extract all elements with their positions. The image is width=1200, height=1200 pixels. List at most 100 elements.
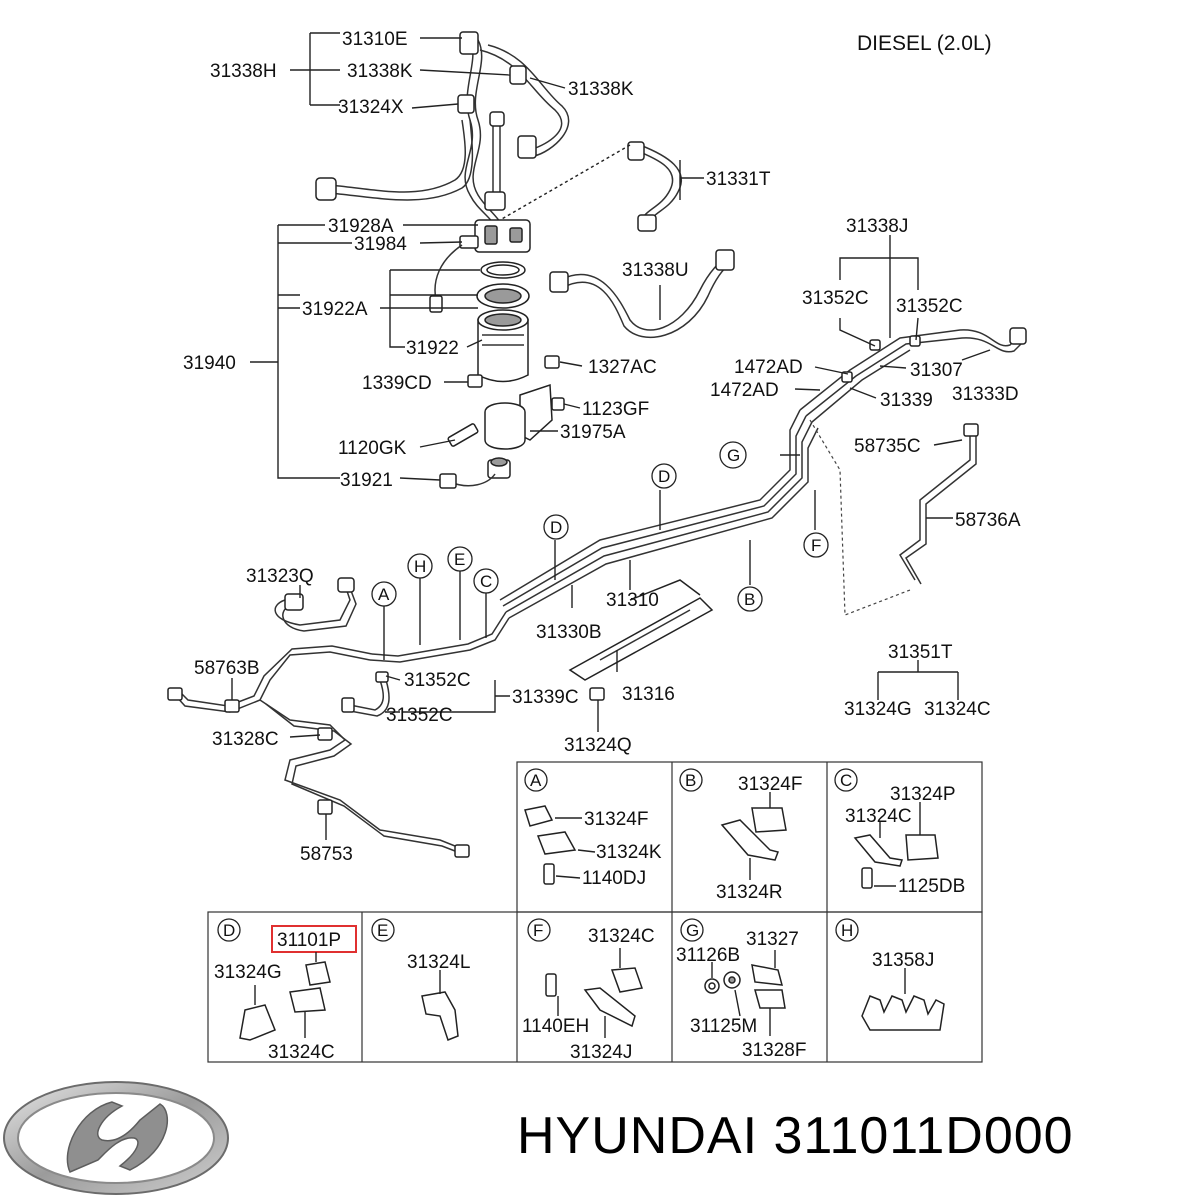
- label-31352C-upper: 31352C: [404, 670, 471, 691]
- detail-e-letter: E: [377, 921, 388, 940]
- detail-a-31324F: 31324F: [584, 809, 648, 830]
- detail-a-letter: A: [530, 771, 542, 790]
- label-1123GF: 1123GF: [582, 399, 649, 420]
- label-31328C: 31328C: [212, 729, 279, 750]
- label-31331T: 31331T: [706, 169, 771, 190]
- front-fuel-lines: [167, 577, 714, 858]
- callout-h: H: [414, 557, 426, 576]
- label-31921: 31921: [340, 470, 393, 491]
- detail-box-h: H 31358J: [835, 918, 945, 1031]
- label-31338K-right: 31338K: [568, 79, 634, 100]
- label-31339C: 31339C: [512, 687, 579, 708]
- label-1120GK: 1120GK: [338, 438, 407, 459]
- rear-fuel-lines: [499, 327, 1027, 619]
- callout-d-left: D: [550, 518, 562, 537]
- detail-b-31324F: 31324F: [738, 774, 802, 795]
- label-31324C: 31324C: [924, 699, 991, 720]
- detail-c-letter: C: [840, 771, 852, 790]
- callout-a: A: [378, 585, 390, 604]
- detail-b-letter: B: [685, 771, 696, 790]
- label-31307: 31307: [910, 360, 963, 381]
- detail-d-31101P: 31101P: [277, 930, 341, 951]
- label-31338H: 31338H: [210, 61, 277, 82]
- label-31975A: 31975A: [560, 422, 626, 443]
- label-31922: 31922: [406, 338, 459, 359]
- detail-g-31327: 31327: [746, 929, 799, 950]
- highlight-31101P: [271, 925, 357, 953]
- callout-circles: A H E C D D G F B: [371, 441, 829, 612]
- detail-d-31324G: 31324G: [214, 962, 282, 983]
- callout-f: F: [811, 536, 821, 555]
- label-31928A: 31928A: [328, 216, 394, 237]
- detail-a-1140DJ: 1140DJ: [582, 868, 646, 889]
- detail-box-f: F 31324C 1140EH 31324J: [522, 918, 655, 1063]
- detail-h-letter: H: [841, 921, 853, 940]
- label-31324X: 31324X: [338, 97, 404, 118]
- detail-g-31125M: 31125M: [690, 1016, 757, 1037]
- leader-lines: [231, 32, 991, 840]
- detail-f-1140EH: 1140EH: [522, 1016, 589, 1037]
- label-31984: 31984: [354, 234, 407, 255]
- detail-e-31324L: 31324L: [407, 952, 470, 973]
- label-1472AD-bottom: 1472AD: [710, 380, 779, 401]
- part-labels: 31310E 31338H 31338K 31324X 31338K 31331…: [183, 29, 1021, 865]
- label-31330B: 31330B: [536, 622, 602, 643]
- detail-c-31324C: 31324C: [845, 806, 912, 827]
- label-31316: 31316: [622, 684, 675, 705]
- label-58736A: 58736A: [955, 510, 1021, 531]
- label-31310: 31310: [606, 590, 659, 611]
- label-31324Q: 31324Q: [564, 735, 632, 756]
- label-1339CD: 1339CD: [362, 373, 432, 394]
- detail-f-letter: F: [533, 921, 543, 940]
- detail-grid: [207, 761, 983, 1063]
- label-31940: 31940: [183, 353, 236, 374]
- detail-box-d: D 31101P 31324G 31324C: [214, 918, 357, 1063]
- label-58763B: 58763B: [194, 658, 260, 679]
- label-31922A: 31922A: [302, 299, 368, 320]
- label-1472AD-top: 1472AD: [734, 357, 803, 378]
- callout-c: C: [480, 572, 492, 591]
- detail-g-31328F: 31328F: [742, 1040, 806, 1061]
- callout-e: E: [454, 550, 465, 569]
- hose-31331T: [627, 141, 683, 232]
- label-31310E: 31310E: [342, 29, 408, 50]
- label-31324G: 31324G: [844, 699, 912, 720]
- label-31338J: 31338J: [846, 216, 908, 237]
- label-31352C-right: 31352C: [896, 296, 963, 317]
- detail-a-31324K: 31324K: [596, 842, 662, 863]
- label-31338U: 31338U: [622, 260, 689, 281]
- detail-d-letter: D: [223, 921, 235, 940]
- detail-g-letter: G: [686, 921, 699, 940]
- hose-31338U: [549, 249, 735, 339]
- detail-g-31126B: 31126B: [676, 945, 740, 966]
- detail-d-31324C: 31324C: [268, 1042, 335, 1063]
- label-31323Q: 31323Q: [246, 566, 314, 587]
- detail-f-31324J: 31324J: [570, 1042, 632, 1063]
- detail-box-e: E 31324L: [371, 918, 470, 1041]
- callout-b: B: [744, 590, 755, 609]
- brand-part-number: HYUNDAI 311011D000: [517, 1107, 1074, 1165]
- detail-c-31324P: 31324P: [890, 784, 956, 805]
- detail-box-g: G 31126B 31327 31125M 31328F: [676, 918, 806, 1061]
- upper-fuel-hoses: [315, 31, 570, 241]
- callout-d-right: D: [658, 467, 670, 486]
- label-31351T: 31351T: [888, 642, 953, 663]
- detail-box-b: B 31324F 31324R: [679, 768, 802, 903]
- diagram-title: DIESEL (2.0L): [857, 32, 992, 55]
- detail-box-a: A 31324F 31324K 1140DJ: [524, 768, 662, 889]
- detail-c-1125DB: 1125DB: [898, 876, 965, 897]
- hyundai-logo: [3, 1081, 229, 1195]
- label-31339: 31339: [880, 390, 933, 411]
- label-31352C-lower: 31352C: [386, 705, 453, 726]
- label-31338K-left: 31338K: [347, 61, 413, 82]
- detail-h-31358J: 31358J: [872, 950, 934, 971]
- label-31352C-left: 31352C: [802, 288, 869, 309]
- callout-g: G: [727, 446, 740, 465]
- label-58753: 58753: [300, 844, 353, 865]
- label-1327AC: 1327AC: [588, 357, 657, 378]
- fuel-filter-assembly: [429, 219, 565, 489]
- detail-box-c: C 31324P 31324C 1125DB: [834, 768, 965, 897]
- label-58735C: 58735C: [854, 436, 921, 457]
- label-31333D: 31333D: [952, 384, 1019, 405]
